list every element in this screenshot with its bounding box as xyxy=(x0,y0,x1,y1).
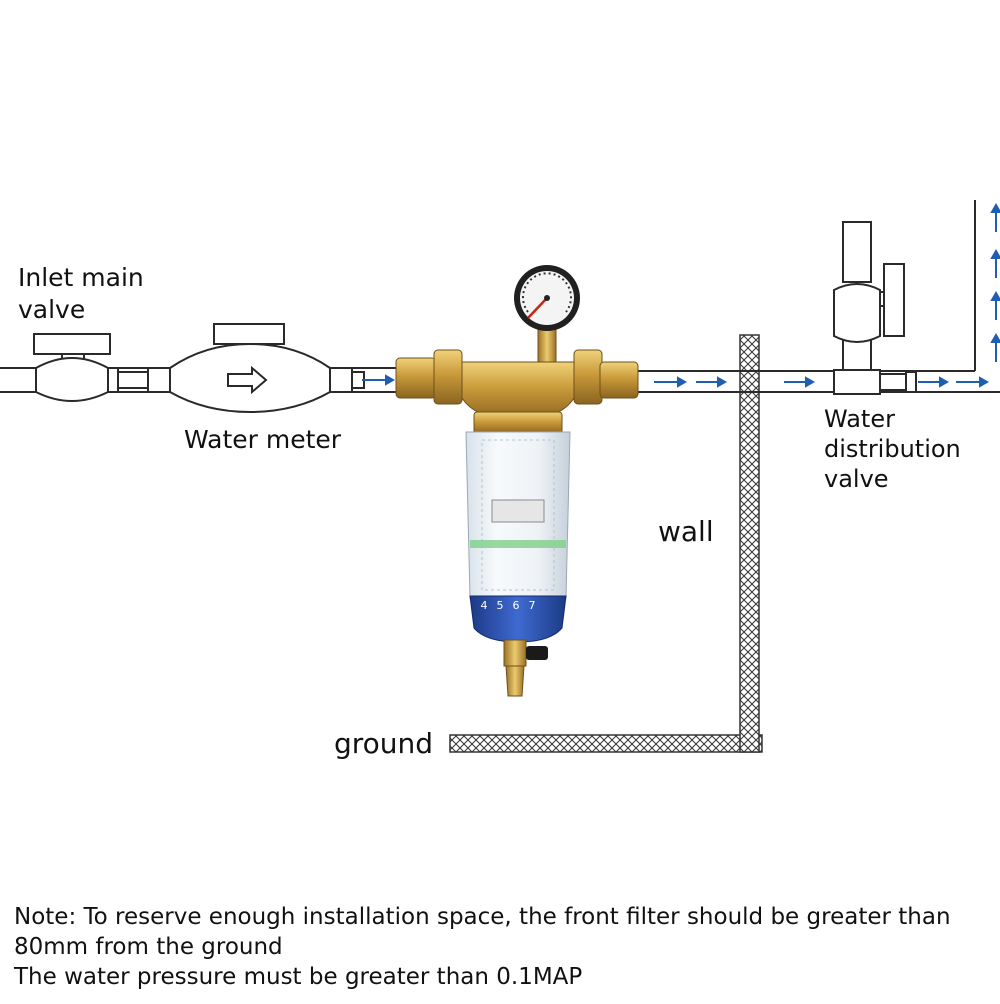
label-ground: ground xyxy=(334,727,434,760)
inlet-main-valve xyxy=(33,333,119,402)
scale-number-6: 6 xyxy=(513,599,520,612)
label-inlet-main-valve: Inlet main valve xyxy=(18,263,144,324)
ground-slab xyxy=(449,734,763,753)
flow-arrows xyxy=(362,202,1000,388)
label-wall: wall xyxy=(658,515,714,548)
scale-number-4: 4 xyxy=(481,599,488,612)
note-line-2: The water pressure must be greater than … xyxy=(14,964,583,990)
flow-arrow-up-4 xyxy=(990,332,1000,362)
front-filter: 4 5 6 7 xyxy=(395,265,639,697)
installation-note: Note: To reserve enough installation spa… xyxy=(14,902,989,992)
scale-number-5: 5 xyxy=(497,599,504,612)
flow-arrow-up-3 xyxy=(990,290,1000,320)
flow-arrow-up-1 xyxy=(990,202,1000,232)
flow-arrow-up-2 xyxy=(990,248,1000,278)
scale-number-7: 7 xyxy=(529,599,536,612)
flow-arrow-3 xyxy=(696,376,728,388)
flow-arrow-5 xyxy=(918,376,950,388)
flow-arrow-1 xyxy=(362,374,396,386)
pressure-gauge xyxy=(514,265,580,365)
flow-arrow-2 xyxy=(654,376,688,388)
note-line-1: Note: To reserve enough installation spa… xyxy=(14,904,951,960)
water-meter xyxy=(117,323,365,414)
water-distribution-valve xyxy=(833,221,917,395)
filter-scale: 4 5 6 7 xyxy=(481,599,536,612)
flow-arrow-4 xyxy=(784,376,816,388)
label-water-meter: Water meter xyxy=(184,425,342,454)
outlet-pipe xyxy=(636,200,1000,393)
flow-arrow-6 xyxy=(956,376,990,388)
wall-slab xyxy=(739,334,760,753)
label-water-distribution-valve: Water distribution valve xyxy=(824,405,961,493)
